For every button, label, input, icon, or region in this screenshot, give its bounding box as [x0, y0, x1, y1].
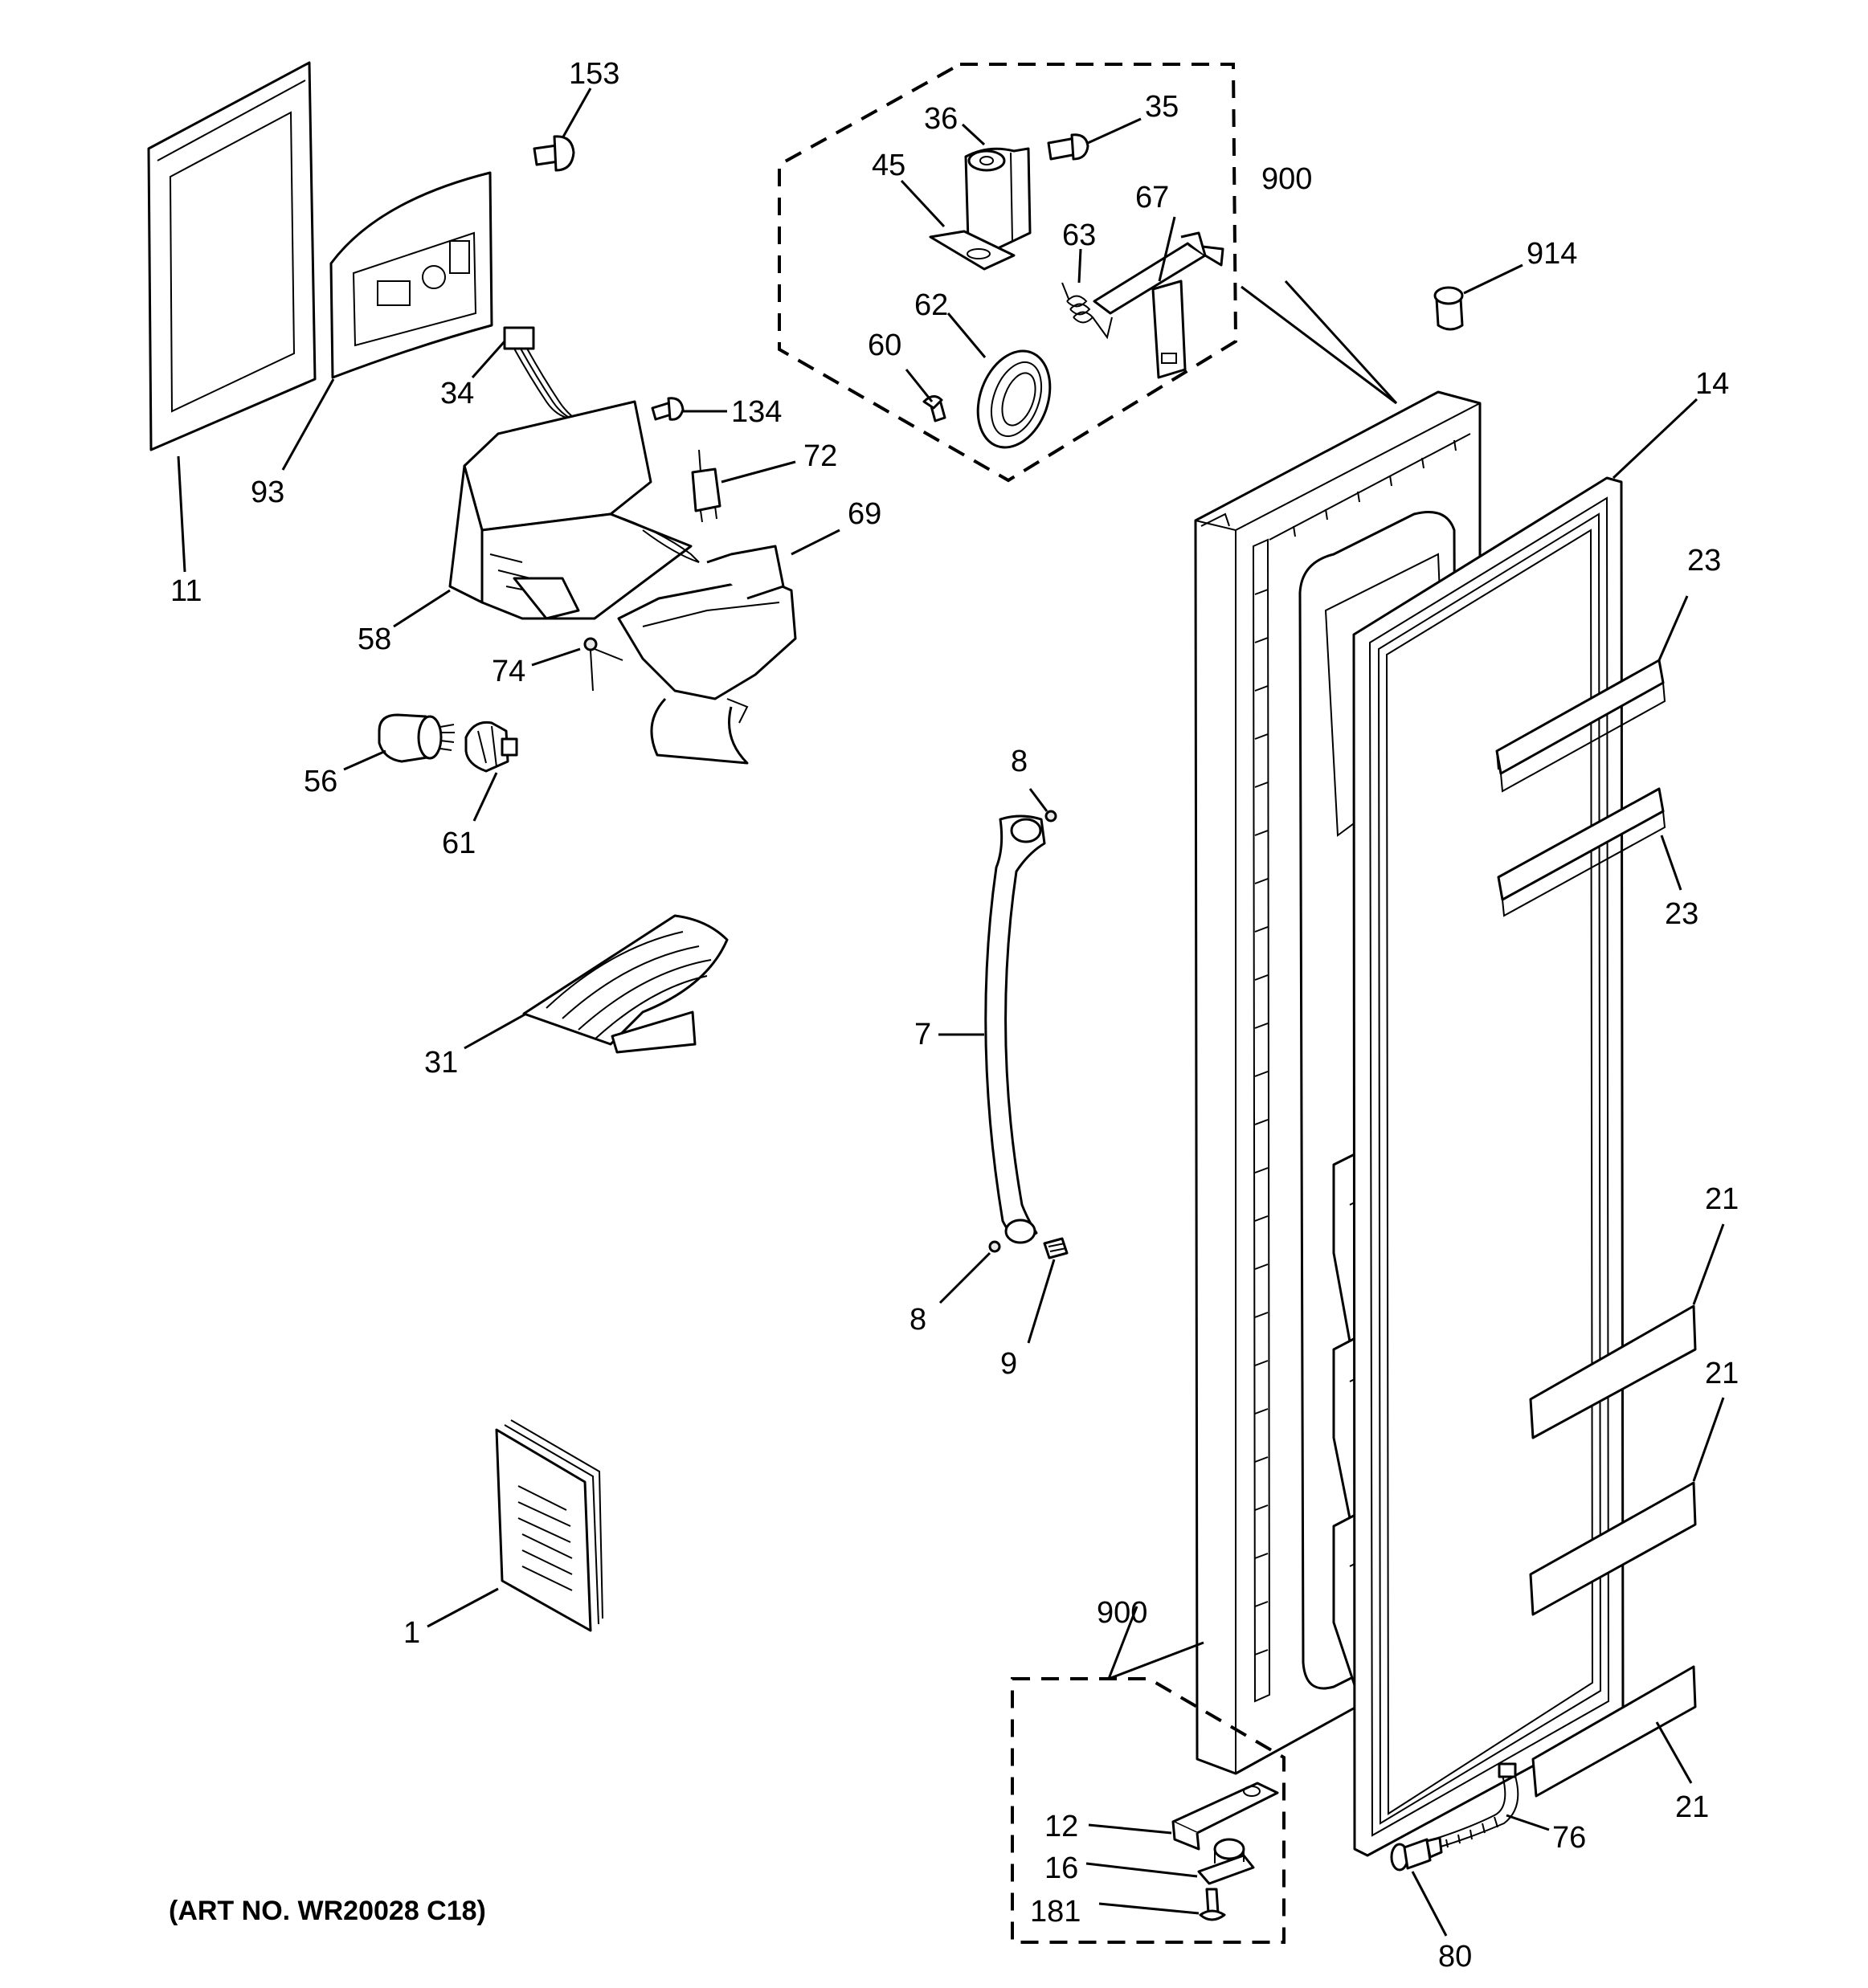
part-14-door-gasket	[1352, 476, 1625, 1857]
part-21-shelf-bar-3	[1531, 1665, 1697, 1798]
callout-23-upper: 23	[1687, 544, 1721, 578]
part-62-gear-ring	[976, 349, 1052, 449]
callout-21-3: 21	[1675, 1790, 1709, 1824]
part-8-screw-top	[1044, 810, 1057, 823]
part-36-solenoid	[964, 147, 1032, 251]
part-61-coupler	[464, 720, 518, 773]
callout-21-1: 21	[1705, 1182, 1739, 1216]
callout-45: 45	[872, 149, 905, 182]
callout-61: 61	[442, 827, 476, 860]
callout-14: 14	[1695, 367, 1729, 401]
part-45-bracket	[929, 230, 1016, 271]
part-1-manual	[495, 1419, 603, 1632]
part-23-shelf-bar-lower	[1497, 787, 1666, 917]
part-8-screw-bottom	[988, 1240, 1001, 1253]
callout-72: 72	[803, 439, 837, 473]
callout-63: 63	[1062, 218, 1096, 252]
part-153-screw	[533, 135, 575, 172]
callout-34: 34	[440, 377, 474, 410]
callout-62: 62	[914, 288, 948, 322]
part-76-tube	[1437, 1762, 1519, 1848]
part-58-dispenser-housing	[448, 400, 700, 620]
part-67-actuator-arm	[1093, 231, 1224, 379]
part-914-cap	[1433, 286, 1464, 331]
callout-1: 1	[403, 1616, 420, 1650]
part-35-screw	[1047, 133, 1089, 161]
callout-60: 60	[868, 329, 901, 362]
part-181-screw	[1199, 1888, 1226, 1921]
callout-914: 914	[1527, 237, 1577, 271]
callout-74: 74	[492, 655, 525, 688]
callout-23-lower: 23	[1665, 897, 1698, 931]
part-21-shelf-bar-2	[1529, 1481, 1697, 1616]
callout-153: 153	[569, 57, 619, 91]
callout-58: 58	[358, 623, 391, 656]
part-80-fitting	[1390, 1836, 1443, 1872]
callout-21-2: 21	[1705, 1357, 1739, 1390]
callout-80: 80	[1438, 1940, 1472, 1974]
part-16-hinge-pin	[1197, 1838, 1255, 1885]
callout-900-top: 900	[1261, 162, 1312, 196]
callout-12: 12	[1044, 1810, 1078, 1843]
callout-69: 69	[848, 497, 881, 531]
part-72-switch	[691, 449, 721, 523]
part-63-spring	[1061, 282, 1113, 340]
part-31-drip-tray	[522, 914, 729, 1054]
callout-16: 16	[1044, 1851, 1078, 1885]
part-74-pin	[583, 637, 623, 692]
part-56-motor	[378, 713, 455, 763]
part-69-chute	[617, 545, 797, 765]
callout-36: 36	[924, 102, 958, 136]
part-93-control-board	[329, 171, 493, 379]
part-23-shelf-bar-upper	[1495, 659, 1666, 793]
callout-11: 11	[170, 574, 202, 608]
part-7-handle	[984, 814, 1046, 1244]
part-9-screw	[1043, 1237, 1069, 1259]
part-134-screw	[651, 397, 685, 421]
callout-134: 134	[731, 395, 782, 429]
callout-8-bottom: 8	[909, 1303, 926, 1337]
callout-31: 31	[424, 1046, 458, 1080]
callout-8-top: 8	[1011, 745, 1028, 778]
part-21-shelf-bar-1	[1529, 1304, 1697, 1439]
part-60-screw	[922, 395, 946, 423]
art-number: (ART NO. WR20028 C18)	[169, 1896, 486, 1926]
callout-35: 35	[1145, 90, 1179, 124]
callout-56: 56	[304, 765, 337, 798]
callout-181: 181	[1030, 1895, 1081, 1929]
kit-group-bottom-outline	[1011, 1677, 1286, 1944]
callout-900-bottom: 900	[1097, 1596, 1147, 1630]
part-11-dispenser-frame	[147, 61, 317, 451]
kit-group-top-outline	[778, 63, 1238, 483]
callout-93: 93	[251, 476, 284, 509]
callout-7: 7	[914, 1018, 931, 1051]
callout-67: 67	[1135, 181, 1169, 214]
part-12-hinge-bracket	[1171, 1782, 1279, 1851]
callout-76: 76	[1552, 1821, 1586, 1855]
callout-9: 9	[1000, 1347, 1017, 1381]
